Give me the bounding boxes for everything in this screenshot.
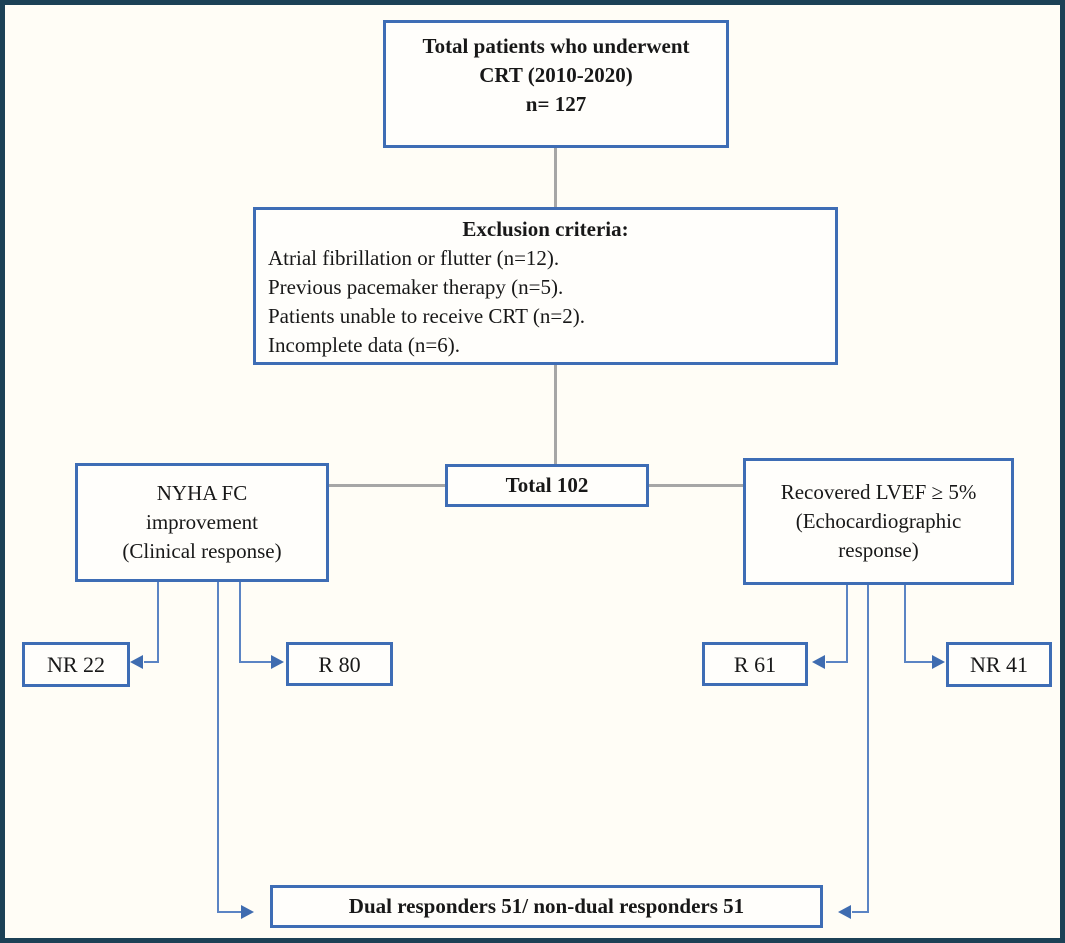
connector-echo-to-dual-horizontal [852,911,868,913]
connector-clinical-to-dual-vertical [217,582,219,913]
echo-response-line-1: Recovered LVEF ≥ 5% [780,480,977,504]
clinical-response-line-2: improvement [146,510,258,534]
arrowhead-clinical-to-dual-icon [241,905,254,919]
echo-nonresponders-label: NR 41 [969,652,1029,677]
exclusion-item-3: Patients unable to receive CRT (n=2). [268,304,585,328]
connector-top-to-exclusion [554,148,557,208]
clinical-nonresponders-label: NR 22 [46,652,106,677]
exclusion-item-4: Incomplete data (n=6). [268,333,461,357]
connector-echo-to-r61-horizontal [826,661,847,663]
clinical-responders-label: R 80 [318,651,361,677]
connector-total-to-clinical [328,484,445,487]
dual-responders-label: Dual responders 51/ non-dual responders … [348,894,745,918]
dual-responders-box: Dual responders 51/ non-dual responders … [270,885,823,928]
exclusion-item-2: Previous pacemaker therapy (n=5). [268,275,564,299]
connector-clinical-to-r80-horizontal [240,661,271,663]
echo-nonresponders-box: NR 41 [946,642,1052,687]
connector-echo-to-nr41-horizontal [905,661,932,663]
arrowhead-echo-to-dual-icon [838,905,851,919]
echo-response-box: Recovered LVEF ≥ 5% (Echocardiographic r… [743,458,1014,585]
clinical-responders-box: R 80 [286,642,393,686]
echo-response-line-3: response) [838,538,919,562]
arrowhead-to-r80-icon [271,655,284,669]
echo-responders-box: R 61 [702,642,808,686]
connector-total-to-echo [649,484,743,487]
connector-echo-to-nr41-vertical [904,585,906,663]
echo-response-line-2: (Echocardiographic [795,509,962,533]
clinical-nonresponders-box: NR 22 [22,642,130,687]
connector-clinical-to-nr22-horizontal [144,661,158,663]
total-102-label: Total 102 [505,473,589,497]
clinical-response-box: NYHA FC improvement (Clinical response) [75,463,329,582]
connector-clinical-to-nr22-vertical [157,582,159,663]
connector-echo-to-r61-vertical [846,585,848,663]
connector-clinical-to-dual-horizontal [218,911,241,913]
arrowhead-to-nr41-icon [932,655,945,669]
total-patients-box: Total patients who underwent CRT (2010-2… [383,20,729,148]
total-patients-line-2: CRT (2010-2020) [479,63,633,87]
clinical-response-line-3: (Clinical response) [122,539,282,563]
exclusion-item-1: Atrial fibrillation or flutter (n=12). [268,246,560,270]
arrowhead-to-nr22-icon [130,655,143,669]
exclusion-title: Exclusion criteria: [462,217,629,241]
total-102-box: Total 102 [445,464,649,507]
total-patients-line-1: Total patients who underwent [422,34,690,58]
connector-exclusion-to-total [554,365,557,464]
echo-responders-label: R 61 [733,651,777,677]
total-patients-line-3: n= 127 [525,92,587,116]
connector-clinical-to-r80-vertical [239,582,241,663]
connector-echo-to-dual-vertical [867,585,869,913]
arrowhead-to-r61-icon [812,655,825,669]
clinical-response-line-1: NYHA FC [156,481,248,505]
exclusion-criteria-box: Exclusion criteria: Atrial fibrillation … [253,207,838,365]
